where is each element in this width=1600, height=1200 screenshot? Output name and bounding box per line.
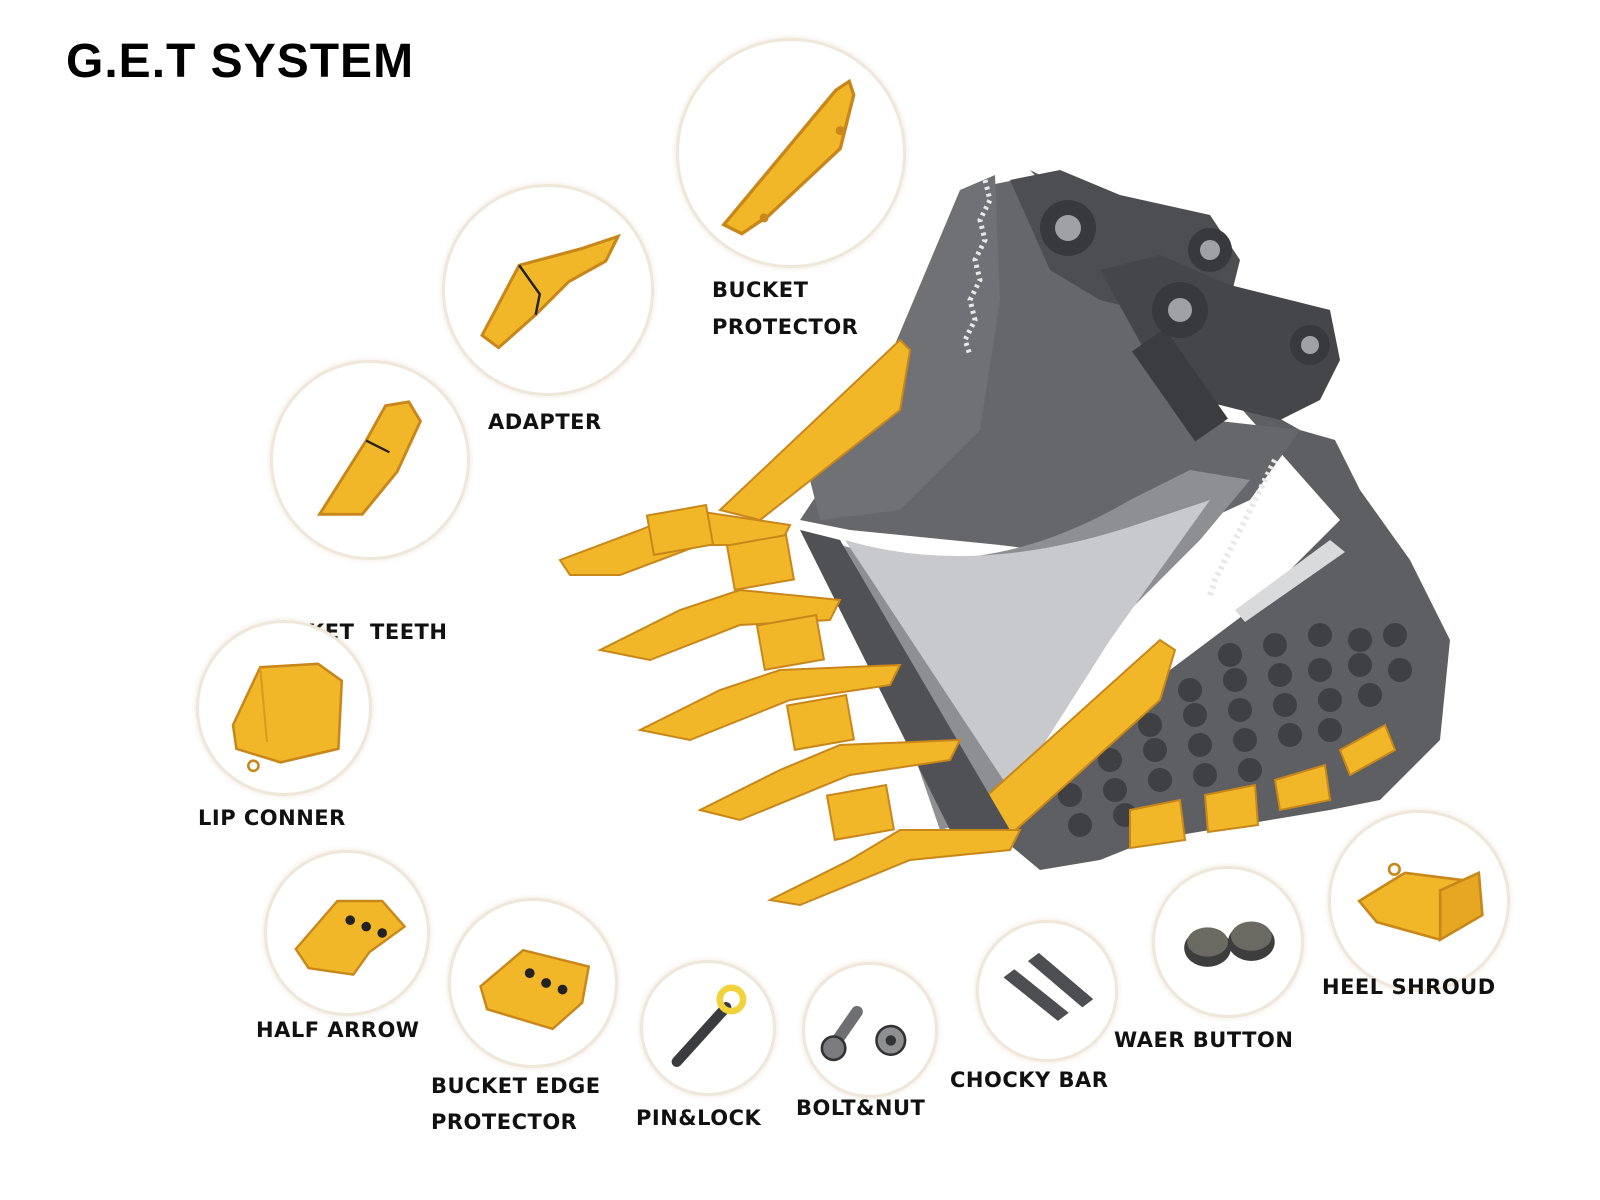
half-arrow-circle (264, 850, 430, 1016)
lip-conner-circle (196, 620, 372, 796)
lip-conner-label: LIP CONNER (198, 806, 346, 830)
pin-lock-circle (640, 960, 776, 1096)
chocky-bar-circle (976, 920, 1118, 1062)
chocky-bar-icon (1003, 952, 1094, 1021)
waer-button-circle (1152, 866, 1304, 1018)
half-arrow-label: HALF ARROW (256, 1018, 420, 1042)
bolt-nut-circle (802, 962, 938, 1098)
bolt-nut-label: BOLT&NUT (796, 1096, 926, 1120)
lip-corner-icon (231, 662, 344, 773)
wear-button-icon (1184, 921, 1275, 967)
bucket-edge-protector-circle (448, 898, 618, 1068)
pin-lock-label: PIN&LOCK (636, 1106, 762, 1130)
chocky-bar-label: CHOCKY BAR (950, 1068, 1109, 1092)
bucket-protector-circle (676, 38, 906, 268)
page-title: G.E.T SYSTEM (66, 35, 415, 88)
adapter-label: ADAPTER (488, 410, 602, 434)
heel-shroud-label: HEEL SHROUD (1322, 975, 1496, 999)
heel-shroud-circle (1328, 810, 1510, 992)
bucket-protector-icon (721, 78, 856, 236)
adapter-circle (442, 184, 654, 396)
half-arrow-icon (294, 899, 407, 976)
bucket-protector-label: BUCKET PROTECTOR (712, 278, 859, 339)
heel-shroud-icon (1357, 862, 1484, 943)
bucket-teeth-circle (270, 360, 470, 560)
pin-lock-icon (671, 984, 747, 1067)
bolt-nut-icon (820, 1005, 907, 1062)
bucket-edge-protector-label: BUCKET EDGE PROTECTOR (431, 1074, 601, 1134)
bucket-tooth-icon (316, 400, 423, 516)
edge-protector-icon (479, 948, 591, 1031)
waer-button-label: WAER BUTTON (1114, 1028, 1294, 1052)
adapter-icon (480, 233, 622, 350)
